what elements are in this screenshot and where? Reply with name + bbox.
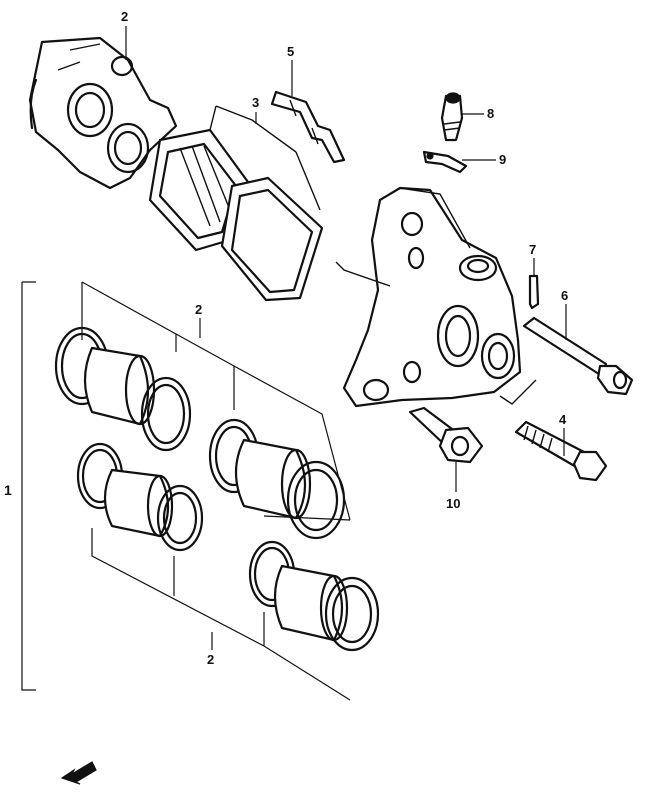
brake-pad-set-part: [148, 105, 324, 302]
bleeder-valve-part: [440, 92, 464, 142]
callout-9-cap: 9: [499, 152, 506, 167]
long-bolt-part: [522, 316, 634, 396]
pin-bolt-part: [514, 420, 608, 482]
callout-2-caliper: 2: [121, 9, 128, 24]
callout-5-spring: 5: [287, 44, 294, 59]
callout-3-pads: 3: [252, 95, 259, 110]
callout-7-pin: 7: [529, 242, 536, 257]
caliper-body-part: [28, 36, 178, 190]
piston-seal-kit-part: [21, 281, 380, 701]
callout-10-mount-bolt: 10: [446, 496, 460, 511]
caliper-bracket-part: [335, 186, 537, 408]
callout-4-bolt: 4: [559, 412, 567, 427]
caliper-pin-part: [528, 274, 540, 310]
bleeder-cap-part: [422, 150, 468, 174]
callout-1-assembly: 1: [4, 482, 12, 498]
front-direction-arrow-icon: [60, 761, 97, 785]
callout-leaders: [125, 26, 567, 650]
mounting-bolt-part: [408, 406, 484, 464]
pad-spring-part: [270, 90, 346, 164]
callout-2-kit-upper: 2: [195, 302, 202, 317]
callout-8-bleeder: 8: [487, 106, 494, 121]
callout-6-long-bolt: 6: [561, 288, 568, 303]
callout-2-kit-lower: 2: [207, 652, 214, 667]
